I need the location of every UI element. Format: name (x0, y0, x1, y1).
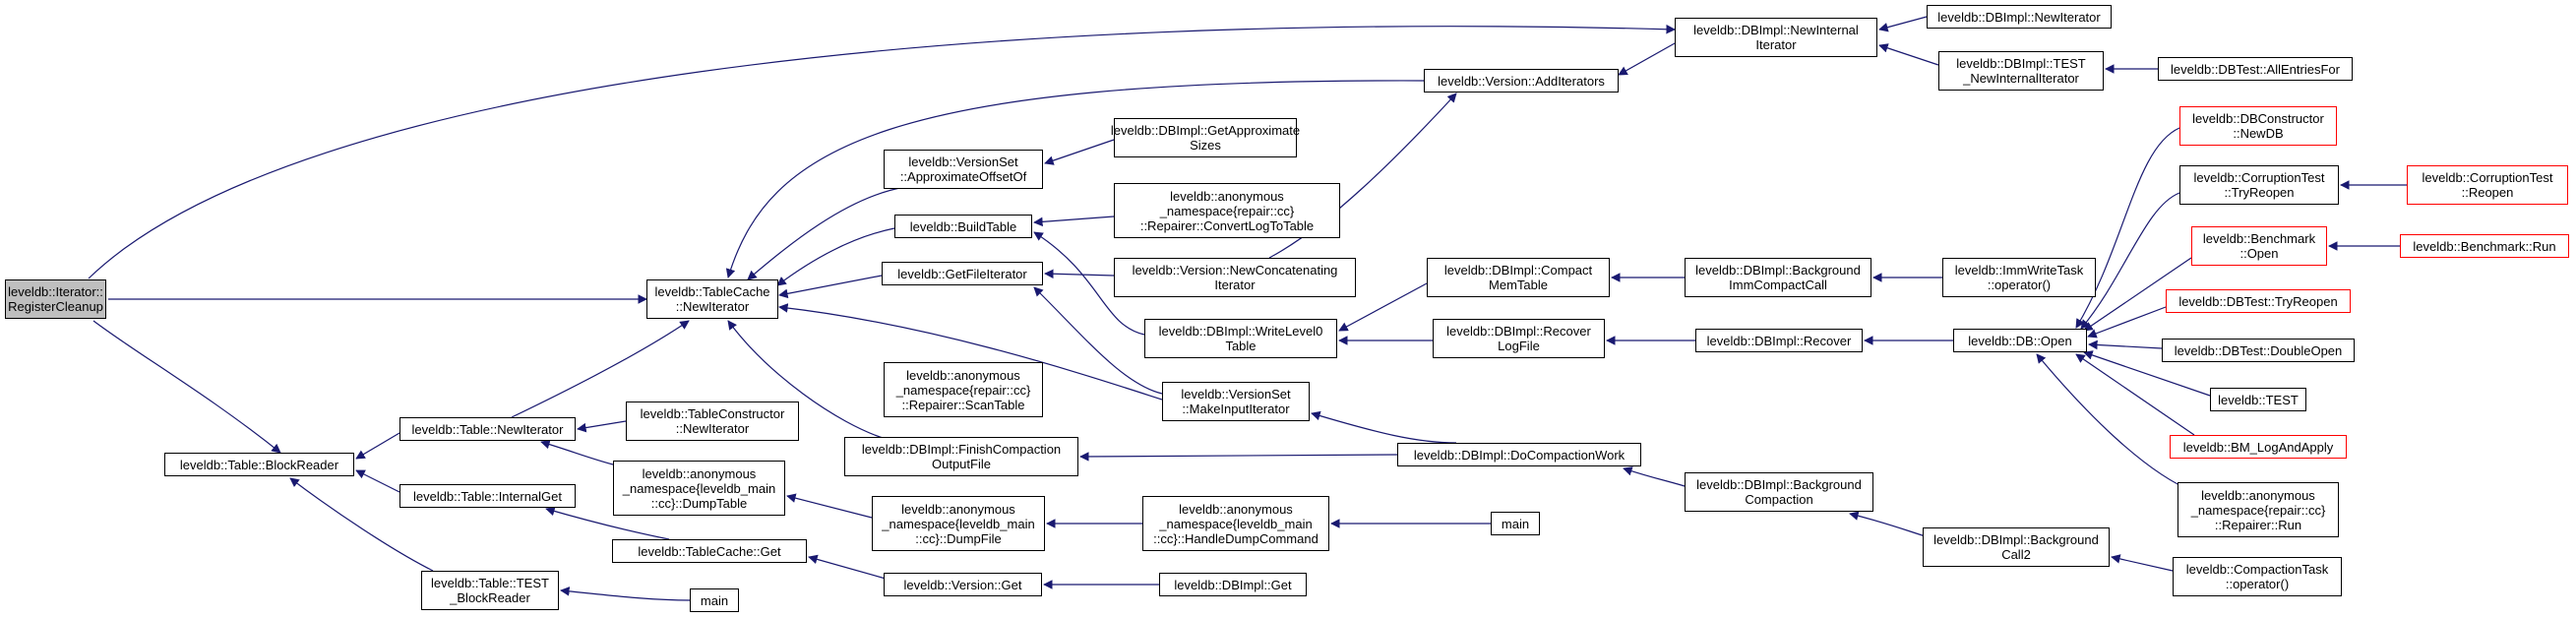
edge-version-get-to-tc-get (808, 554, 887, 580)
node-corruptiontest-reopen[interactable]: leveldb::CorruptionTest ::Reopen (2407, 165, 2568, 205)
node-repairer-run[interactable]: leveldb::anonymous _namespace{repair::cc… (2177, 482, 2339, 537)
edge-tbl-internalget-to-tbl-blockreader (355, 469, 400, 493)
edge-docompaction-to-finishcompaction (1079, 452, 1398, 462)
node-dbtest-tryreopen[interactable]: leveldb::DBTest::TryReopen (2166, 289, 2351, 313)
edge-additers-to-tc-newiter (725, 80, 1425, 278)
node-dbimpl-get[interactable]: leveldb::DBImpl::Get (1159, 573, 1307, 596)
call-edges (88, 16, 2407, 601)
node-benchmark-run[interactable]: leveldb::Benchmark::Run (2400, 234, 2569, 258)
edge-writelevel0-to-buildtable (1033, 231, 1145, 336)
edge-main-a-to-tbl-test-br (560, 587, 691, 601)
edge-tbl-newiter-to-tc-newiter (511, 320, 690, 418)
node-dbimpl-recover[interactable]: leveldb::DBImpl::Recover (1695, 329, 1863, 352)
node-getapproximatesizes[interactable]: leveldb::DBImpl::GetApproximate Sizes (1111, 118, 1300, 157)
edge-additers-to-newinternaliter (1618, 42, 1676, 76)
node-dbimpl-compactmemtable[interactable]: leveldb::DBImpl::Compact MemTable (1427, 258, 1610, 297)
edge-bench-open-to-dbopen (2083, 257, 2192, 332)
node-version-additers[interactable]: leveldb::Version::AddIterators (1424, 69, 1619, 93)
node-main-a[interactable]: main (690, 588, 739, 612)
node-finishcompactionoutputfile[interactable]: leveldb::DBImpl::FinishCompaction Output… (844, 437, 1078, 476)
edge-newconcat-to-getfileiter (1044, 269, 1115, 279)
edge-leveldb-test-to-dbopen (2083, 350, 2211, 397)
node-benchmark-open[interactable]: leveldb::Benchmark ::Open (2191, 226, 2327, 266)
edge-compactmem-to-writelevel0 (1338, 282, 1428, 332)
edge-bgcompaction-to-docompaction (1623, 466, 1686, 487)
node-table-blockreader[interactable]: leveldb::Table::BlockReader (164, 453, 354, 476)
node-dumpfile[interactable]: leveldb::anonymous _namespace{leveldb_ma… (872, 496, 1045, 551)
node-bm-logandapply[interactable]: leveldb::BM_LogAndApply (2170, 435, 2347, 459)
edge-tc-get-to-tbl-internalget (545, 506, 670, 540)
node-getfileiterator[interactable]: leveldb::GetFileIterator (882, 262, 1043, 285)
node-writelevel0table[interactable]: leveldb::DBImpl::WriteLevel0 Table (1144, 319, 1337, 358)
edge-corr-tryreopen-to-dbopen (2080, 192, 2180, 330)
edge-repairer-run-to-dbopen (2036, 353, 2195, 493)
node-table-newiterator[interactable]: leveldb::Table::NewIterator (399, 417, 576, 441)
node-dbtest-doubleopen[interactable]: leveldb::DBTest::DoubleOpen (2162, 339, 2355, 362)
node-corruptiontest-tryreopen[interactable]: leveldb::CorruptionTest ::TryReopen (2179, 165, 2339, 205)
edge-tbl-blockreader-to-root (92, 320, 281, 454)
node-versionset-approximateoffsetof[interactable]: leveldb::VersionSet ::ApproximateOffsetO… (884, 150, 1043, 189)
node-immwritetask-operator[interactable]: leveldb::ImmWriteTask ::operator() (1942, 258, 2096, 297)
node-tablecache-newiterator[interactable]: leveldb::TableCache ::NewIterator (646, 279, 778, 319)
node-repairer-convertlogtotable[interactable]: leveldb::anonymous _namespace{repair::cc… (1114, 183, 1340, 238)
node-dbconstructor-newdb[interactable]: leveldb::DBConstructor ::NewDB (2179, 106, 2337, 146)
edge-makeinputiter-to-getfileiter (1033, 286, 1163, 395)
node-dbimpl-backgroundcompaction[interactable]: leveldb::DBImpl::Background Compaction (1685, 472, 1873, 512)
node-dbimpl-recoverlogfile[interactable]: leveldb::DBImpl::Recover LogFile (1433, 319, 1605, 358)
edge-newconcat-to-additers (1268, 93, 1457, 259)
edge-dbtest-tryreopen-to-dbopen (2087, 306, 2167, 339)
edge-tconstructor-to-tbl-newiter (577, 420, 627, 433)
node-dbimpl-docompactionwork[interactable]: leveldb::DBImpl::DoCompactionWork (1397, 443, 1641, 466)
edge-finishcompaction-to-tc-newiter (727, 320, 887, 440)
node-db-open[interactable]: leveldb::DB::Open (1953, 329, 2087, 352)
node-repairer-scantable[interactable]: leveldb::anonymous _namespace{repair::cc… (884, 362, 1043, 417)
node-dbimpl-backgroundcall2[interactable]: leveldb::DBImpl::Background Call2 (1923, 527, 2110, 567)
edge-vs-approx-to-tc-newiter (747, 186, 906, 280)
node-handledumpcommand[interactable]: leveldb::anonymous _namespace{leveldb_ma… (1142, 496, 1329, 551)
node-newconcatenatingiterator[interactable]: leveldb::Version::NewConcatenating Itera… (1114, 258, 1356, 297)
edge-bgcall2-to-bgcompaction (1849, 511, 1930, 538)
edge-newinternaliter-to-root (88, 24, 1676, 279)
edge-dbconstructor-to-dbopen (2075, 127, 2180, 329)
node-dbimpl-newinternaliterator[interactable]: leveldb::DBImpl::NewInternal Iterator (1675, 18, 1877, 57)
node-dbtest-allentriesfor[interactable]: leveldb::DBTest::AllEntriesFor (2158, 57, 2353, 81)
node-dbimpl-test-newinternaliterator[interactable]: leveldb::DBImpl::TEST _NewInternalIterat… (1938, 51, 2104, 91)
node-version-get[interactable]: leveldb::Version::Get (884, 573, 1042, 596)
edge-tbl-newiter-to-tbl-blockreader (355, 432, 400, 460)
edge-bm-log-to-dbopen (2075, 353, 2195, 436)
node-compactiontask-operator[interactable]: leveldb::CompactionTask ::operator() (2173, 557, 2342, 596)
node-table-test-blockreader[interactable]: leveldb::Table::TEST _BlockReader (421, 571, 559, 610)
edge-getfileiter-to-tc-newiter (778, 275, 883, 299)
edge-dbimpl-newiter-to-newinternaliter (1878, 16, 1928, 32)
node-makeinputiterator[interactable]: leveldb::VersionSet ::MakeInputIterator (1162, 382, 1310, 421)
edge-convertlog-to-buildtable (1033, 216, 1115, 227)
node-leveldb-test[interactable]: leveldb::TEST (2210, 388, 2306, 411)
node-tablecache-get[interactable]: leveldb::TableCache::Get (612, 539, 807, 563)
edge-test-newinternal-to-newinternaliter (1878, 43, 1939, 66)
node-iterator-registercleanup[interactable]: leveldb::Iterator:: RegisterCleanup (5, 279, 106, 319)
edge-makeinputiter-to-tc-newiter (778, 303, 1163, 401)
node-main-b[interactable]: main (1491, 512, 1540, 535)
edge-dumptable-to-tbl-newiter (540, 439, 614, 465)
edge-doubleopen-to-dbopen (2088, 340, 2163, 350)
node-table-internalget[interactable]: leveldb::Table::InternalGet (399, 484, 576, 508)
edge-buildtable-to-tc-newiter (776, 227, 895, 286)
node-tableconstructor-newiterator[interactable]: leveldb::TableConstructor ::NewIterator (626, 402, 799, 441)
edge-docompaction-to-makeinputiter (1311, 410, 1457, 444)
node-dbimpl-newiterator[interactable]: leveldb::DBImpl::NewIterator (1927, 5, 2112, 29)
edge-tbl-test-br-to-tbl-blockreader (289, 477, 434, 572)
node-dumptable[interactable]: leveldb::anonymous _namespace{leveldb_ma… (613, 461, 785, 516)
node-dbimpl-backgroundimmcompactcall[interactable]: leveldb::DBImpl::Background ImmCompactCa… (1685, 258, 1871, 297)
edge-dumpfile-to-dumptable (786, 493, 873, 519)
node-buildtable[interactable]: leveldb::BuildTable (894, 215, 1032, 238)
edge-compactiontask-to-bgcall2 (2111, 554, 2174, 572)
edge-getapproxsizes-to-vs-approx (1044, 139, 1115, 165)
